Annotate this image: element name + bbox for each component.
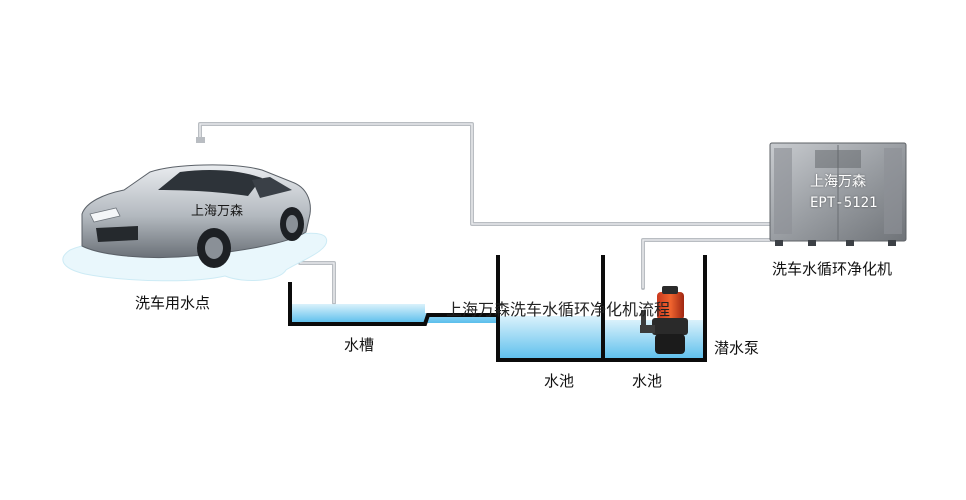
pool-walls bbox=[496, 255, 707, 362]
diagram-title: 上海万森洗车水循环净化机流程 bbox=[446, 300, 671, 319]
pool-1-water bbox=[500, 316, 603, 360]
machine-brand-label: 上海万森 bbox=[810, 174, 866, 190]
machine-model-label: EPT-5121 bbox=[810, 195, 878, 211]
pump-label: 潜水泵 bbox=[714, 339, 760, 357]
trough-wall bbox=[288, 282, 498, 326]
car-caption: 洗车用水点 bbox=[135, 294, 211, 312]
car-brand-label: 上海万森 bbox=[191, 204, 244, 219]
car-windshield bbox=[158, 170, 262, 196]
car-illustration bbox=[81, 164, 311, 268]
trough-inlet-pipe bbox=[298, 261, 336, 305]
car-grille bbox=[96, 226, 138, 242]
car-side-window bbox=[252, 177, 292, 198]
pool-1-label: 水池 bbox=[544, 372, 575, 390]
nozzle-icon bbox=[196, 137, 205, 143]
submersible-pump bbox=[640, 286, 688, 354]
pool-2-label: 水池 bbox=[632, 372, 663, 390]
car-headlight bbox=[89, 207, 121, 223]
trough-label: 水槽 bbox=[344, 336, 375, 354]
purification-machine bbox=[769, 142, 907, 246]
pipe-highlight bbox=[199, 123, 770, 303]
trough-water bbox=[290, 304, 498, 323]
machine-caption: 洗车水循环净化机 bbox=[772, 260, 893, 278]
